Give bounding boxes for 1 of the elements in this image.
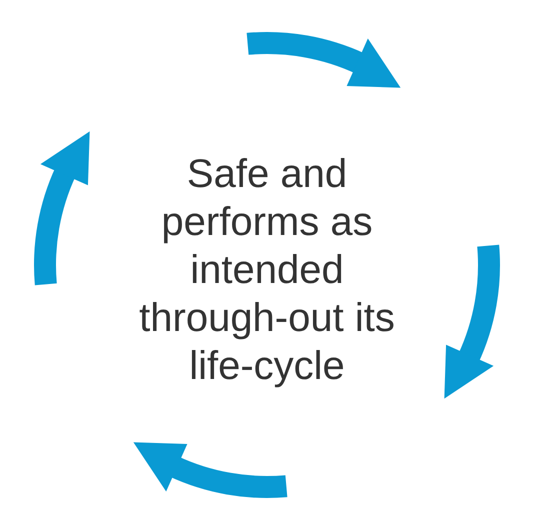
center-text: Safe and performs as intended through-out its life-cycle: [138, 151, 396, 390]
